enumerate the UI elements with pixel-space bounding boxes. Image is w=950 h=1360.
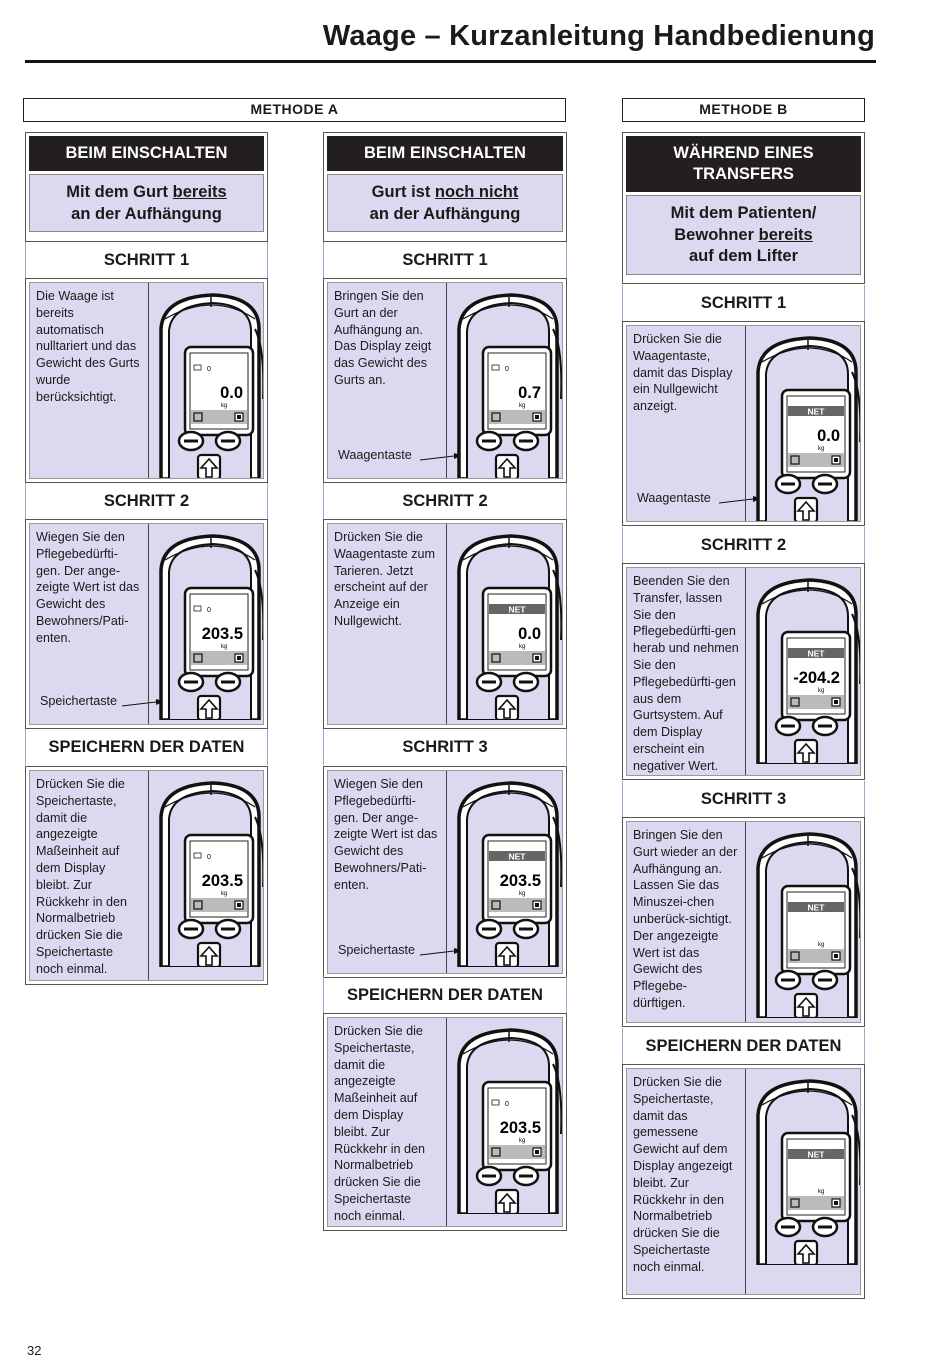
scale-device-illustration: 0 0.7 kg bbox=[457, 293, 562, 478]
step-panel: Drücken Sie die Waagentaste, damit das D… bbox=[622, 321, 865, 526]
step-panel: Die Waage ist bereits automatisch nullta… bbox=[25, 278, 268, 483]
svg-text:kg: kg bbox=[221, 403, 227, 409]
svg-text:kg: kg bbox=[818, 1189, 824, 1195]
step-panel: Drücken Sie die Waagentaste zum Tarieren… bbox=[323, 519, 567, 729]
svg-text:kg: kg bbox=[519, 1138, 525, 1144]
step-title: SPEICHERN DER DATEN bbox=[323, 977, 567, 1013]
step-description: Drücken Sie die Waagentaste zum Tarieren… bbox=[334, 530, 436, 628]
svg-text:kg: kg bbox=[818, 446, 824, 452]
step-title: SCHRITT 2 bbox=[323, 483, 567, 519]
page-number: 32 bbox=[27, 1343, 42, 1358]
step-description: Drücken Sie die Speichertaste, damit die… bbox=[334, 1024, 426, 1223]
display-weight: 0.0 bbox=[518, 625, 541, 643]
svg-text:kg: kg bbox=[818, 688, 824, 694]
display-weight: 0.7 bbox=[518, 384, 541, 402]
svg-text:kg: kg bbox=[818, 942, 824, 948]
step-description: Wiegen Sie den Pflegebedürfti-gen. Der a… bbox=[36, 530, 140, 645]
display-weight: 203.5 bbox=[500, 1119, 541, 1137]
step-panel: Bringen Sie den Gurt an der Aufhängung a… bbox=[323, 278, 567, 483]
scale-device-illustration: NET kg bbox=[756, 1079, 860, 1265]
display-weight: 0.0 bbox=[817, 427, 840, 445]
step-title: SCHRITT 1 bbox=[622, 285, 865, 321]
step-description: Beenden Sie den Transfer, lassen Sie den… bbox=[633, 574, 739, 773]
page-title: Waage – Kurzanleitung Handbedienung bbox=[322, 20, 875, 52]
display-weight: 0.0 bbox=[220, 384, 243, 402]
svg-text:0: 0 bbox=[505, 366, 509, 373]
title-divider bbox=[25, 60, 876, 63]
method-b-label: METHODE B bbox=[622, 98, 865, 122]
step-panel: Wiegen Sie den Pflegebedürfti-gen. Der a… bbox=[323, 766, 567, 978]
button-callout: Waagentaste bbox=[637, 491, 711, 506]
step-title: SCHRITT 2 bbox=[25, 483, 268, 519]
step-description: Bringen Sie den Gurt an der Aufhängung a… bbox=[334, 289, 432, 387]
scale-device-illustration: NET 0.0 kg bbox=[457, 534, 562, 720]
scale-device-illustration: 0 203.5 kg bbox=[159, 781, 263, 967]
display-weight: 203.5 bbox=[202, 872, 243, 890]
svg-text:0: 0 bbox=[207, 854, 211, 861]
scale-device-illustration: 0 203.5 kg bbox=[159, 534, 263, 720]
svg-text:NET: NET bbox=[509, 852, 527, 862]
svg-text:kg: kg bbox=[221, 891, 227, 897]
display-weight: -204.2 bbox=[793, 669, 840, 687]
scale-device-illustration: NET kg bbox=[756, 832, 860, 1018]
scale-device-illustration: NET 0.0 kg bbox=[756, 336, 860, 521]
display-weight: 203.5 bbox=[500, 872, 541, 890]
step-panel: Wiegen Sie den Pflegebedürfti-gen. Der a… bbox=[25, 519, 268, 729]
svg-text:kg: kg bbox=[519, 403, 525, 409]
step-panel: Drücken Sie die Speichertaste, damit das… bbox=[622, 1064, 865, 1299]
scale-device-illustration: NET -204.2 kg bbox=[756, 578, 860, 764]
svg-text:0: 0 bbox=[207, 366, 211, 373]
svg-text:0: 0 bbox=[505, 1101, 509, 1108]
step-description: Drücken Sie die Waagentaste, damit das D… bbox=[633, 332, 733, 414]
method-a-label: METHODE A bbox=[23, 98, 566, 122]
button-callout: Speichertaste bbox=[40, 694, 118, 709]
step-title: SPEICHERN DER DATEN bbox=[25, 729, 268, 765]
button-callout: Speichertaste bbox=[338, 943, 416, 958]
svg-text:NET: NET bbox=[808, 649, 826, 659]
svg-text:NET: NET bbox=[808, 407, 826, 417]
svg-text:kg: kg bbox=[519, 891, 525, 897]
svg-text:0: 0 bbox=[207, 607, 211, 614]
step-description: Wiegen Sie den Pflegebedürfti-gen. Der a… bbox=[334, 777, 438, 892]
step-panel: Beenden Sie den Transfer, lassen Sie den… bbox=[622, 563, 865, 780]
header-title: WÄHREND EINES TRANSFERS bbox=[626, 136, 861, 192]
step-title: SCHRITT 3 bbox=[323, 729, 567, 765]
scale-device-illustration: 0 203.5 kg bbox=[457, 1028, 562, 1214]
step-panel: Bringen Sie den Gurt wieder an der Aufhä… bbox=[622, 817, 865, 1027]
display-weight: 203.5 bbox=[202, 625, 243, 643]
step-description: Drücken Sie die Speichertaste, damit das… bbox=[633, 1075, 733, 1274]
column-header: WÄHREND EINES TRANSFERS Mit dem Patiente… bbox=[622, 132, 865, 284]
scale-device-illustration: NET 203.5 kg bbox=[457, 781, 562, 967]
svg-text:kg: kg bbox=[519, 644, 525, 650]
step-panel: Drücken Sie die Speichertaste, damit die… bbox=[323, 1013, 567, 1231]
svg-text:NET: NET bbox=[509, 605, 527, 615]
button-callout: Waagentaste bbox=[338, 448, 412, 463]
step-description: Drücken Sie die Speichertaste, damit die… bbox=[36, 777, 128, 976]
step-title: SCHRITT 1 bbox=[323, 242, 567, 278]
scale-device-illustration: 0 0.0 kg bbox=[159, 293, 263, 478]
svg-text:kg: kg bbox=[221, 644, 227, 650]
step-description: Bringen Sie den Gurt wieder an der Aufhä… bbox=[633, 828, 738, 1010]
svg-text:NET: NET bbox=[808, 903, 826, 913]
step-title: SCHRITT 3 bbox=[622, 781, 865, 817]
step-title: SPEICHERN DER DATEN bbox=[622, 1028, 865, 1064]
step-panel: Drücken Sie die Speichertaste, damit die… bbox=[25, 766, 268, 985]
step-title: SCHRITT 1 bbox=[25, 242, 268, 278]
step-description: Die Waage ist bereits automatisch nullta… bbox=[36, 289, 140, 404]
step-title: SCHRITT 2 bbox=[622, 527, 865, 563]
svg-text:NET: NET bbox=[808, 1150, 826, 1160]
header-title: BEIM EINSCHALTEN bbox=[327, 136, 563, 171]
header-title: BEIM EINSCHALTEN bbox=[29, 136, 264, 171]
